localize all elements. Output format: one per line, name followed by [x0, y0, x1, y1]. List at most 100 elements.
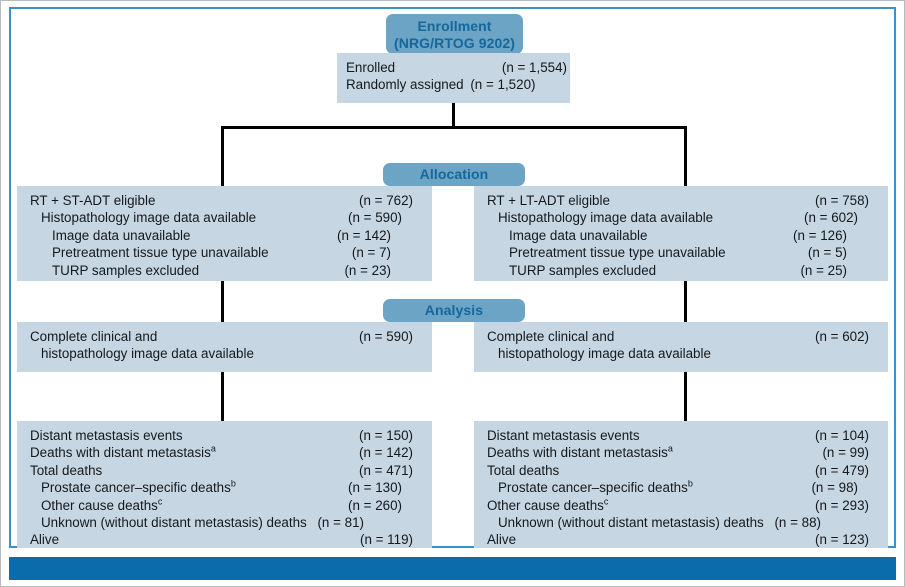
connector-enrollment-down [452, 103, 455, 127]
outcomes-left-row-label: Deaths with distant metastasis [30, 445, 211, 461]
allocation-left-row: TURP samples excluded (n = 23) [30, 262, 432, 279]
allocation-right-row-label: Histopathology image data available [498, 210, 714, 226]
enrollment-row-value: (n = 1,554) [501, 60, 567, 75]
outcomes-left-row-value: (n = 142) [359, 445, 413, 461]
outcomes-left-row: Prostate cancer–specific deathsb (n = 13… [30, 479, 432, 496]
connector-allocation-analysis-right [684, 281, 687, 323]
allocation-left-row: Pretreatment tissue type unavailable (n … [30, 244, 432, 261]
outcomes-right-row-label: Total deaths [487, 462, 560, 478]
allocation-left-row-label: RT + ST-ADT eligible [30, 193, 156, 208]
allocation-right-row-value: (n = 602) [804, 210, 858, 226]
outcomes-right-row: Other cause deathsc (n = 293) [487, 497, 888, 514]
connector-split-right-down [684, 126, 687, 188]
outcomes-left-row-label: Other cause deaths [41, 497, 158, 513]
allocation-left-row-label: TURP samples excluded [52, 262, 200, 278]
outcomes-right-row-value: (n = 98) [811, 480, 858, 496]
outcomes-left-row-label: Distant metastasis events [30, 428, 183, 443]
enrollment-row-label: Randomly assigned [346, 77, 464, 93]
enrollment-row-label: Enrolled [346, 60, 396, 75]
outcomes-left-row-label: Prostate cancer–specific deaths [41, 480, 231, 496]
outcomes-right-row-sup: c [603, 496, 609, 507]
allocation-left-row-value: (n = 762) [359, 193, 413, 208]
analysis-left-line2: histopathology image data available [41, 346, 254, 362]
allocation-right-row-label: TURP samples excluded [509, 262, 657, 278]
allocation-header-pill: Allocation [383, 163, 525, 186]
allocation-box-right: RT + LT-ADT eligible (n = 758) Histopath… [474, 186, 888, 281]
allocation-left-row-value: (n = 7) [351, 245, 391, 261]
analysis-left-line1: Complete clinical and [30, 329, 158, 344]
outcomes-box-left: Distant metastasis events (n = 150) Deat… [17, 421, 432, 548]
outcomes-right-row-sup: b [687, 478, 693, 489]
outcomes-right-row-value: (n = 104) [815, 428, 869, 443]
allocation-right-row: TURP samples excluded (n = 25) [487, 262, 888, 279]
outcomes-right-row-label: Prostate cancer–specific deaths [498, 480, 688, 496]
outcomes-left-row-value: (n = 119) [360, 532, 413, 548]
analysis-box-right: Complete clinical and (n = 602) histopat… [474, 322, 888, 372]
enrollment-row: Enrolled (n = 1,554) [346, 59, 570, 76]
analysis-left-value: (n = 590) [359, 329, 413, 344]
outcomes-right-row: Alive (n = 123) [487, 531, 888, 548]
outcomes-left-row: Distant metastasis events (n = 150) [30, 427, 432, 444]
connector-analysis-outcomes-left [221, 372, 224, 422]
allocation-left-row: Image data unavailable (n = 142) [30, 227, 432, 244]
outcomes-left-row: Unknown (without distant metastasis) dea… [30, 514, 432, 531]
outcomes-left-row-value: (n = 81) [317, 515, 364, 531]
allocation-right-row-label: Pretreatment tissue type unavailable [509, 245, 726, 261]
bottom-accent-bar [9, 557, 896, 580]
outcomes-left-row: Alive (n = 119) [30, 531, 432, 548]
outcomes-left-row-label: Alive [30, 532, 60, 548]
outcomes-right-row-value: (n = 293) [815, 497, 869, 513]
analysis-right-row: Complete clinical and (n = 602) [487, 328, 888, 345]
allocation-right-row: Histopathology image data available (n =… [487, 209, 888, 226]
allocation-right-row-value: (n = 758) [815, 193, 869, 208]
allocation-right-row-label: RT + LT-ADT eligible [487, 193, 610, 208]
outcomes-box-right: Distant metastasis events (n = 104) Deat… [474, 421, 888, 548]
analysis-right-line2: histopathology image data available [498, 346, 711, 362]
outcomes-right-row-label: Distant metastasis events [487, 428, 640, 443]
allocation-right-row: RT + LT-ADT eligible (n = 758) [487, 192, 888, 209]
allocation-right-row: Pretreatment tissue type unavailable (n … [487, 244, 888, 261]
enrollment-header-pill: Enrollment (NRG/RTOG 9202) [386, 14, 523, 54]
allocation-left-row-label: Image data unavailable [52, 227, 191, 243]
allocation-right-row-value: (n = 126) [793, 227, 847, 243]
analysis-left-row: Complete clinical and (n = 590) [30, 328, 432, 345]
allocation-left-row: Histopathology image data available (n =… [30, 209, 432, 226]
outcomes-right-row-label: Unknown (without distant metastasis) dea… [498, 515, 764, 531]
connector-analysis-outcomes-right [684, 372, 687, 422]
allocation-left-row-value: (n = 23) [344, 262, 391, 278]
outcomes-left-row-sup: b [230, 478, 236, 489]
enrollment-box: Enrolled (n = 1,554) Randomly assigned (… [337, 53, 570, 103]
analysis-pill-label: Analysis [424, 302, 484, 318]
outcomes-left-row-value: (n = 471) [359, 462, 413, 478]
allocation-right-row: Image data unavailable (n = 126) [487, 227, 888, 244]
outcomes-right-row-label: Alive [487, 532, 517, 548]
allocation-box-left: RT + ST-ADT eligible (n = 762) Histopath… [17, 186, 432, 281]
allocation-left-row: RT + ST-ADT eligible (n = 762) [30, 192, 432, 209]
analysis-right-line1: Complete clinical and [487, 329, 615, 344]
enrollment-row-value: (n = 1,520) [470, 77, 536, 93]
enrollment-row: Randomly assigned (n = 1,520) [346, 76, 570, 93]
outcomes-right-row-label: Deaths with distant metastasis [487, 445, 668, 461]
outcomes-right-row-label: Other cause deaths [487, 497, 604, 513]
allocation-right-row-label: Image data unavailable [509, 227, 648, 243]
outcomes-left-row-label: Total deaths [30, 462, 103, 478]
allocation-right-row-value: (n = 25) [800, 262, 847, 278]
connector-split-horizontal [221, 126, 687, 129]
outcomes-right-row: Deaths with distant metastasisa (n = 99) [487, 444, 888, 461]
allocation-left-row-label: Histopathology image data available [41, 210, 257, 226]
outcomes-right-row-value: (n = 479) [815, 462, 869, 478]
analysis-left-row: histopathology image data available [30, 345, 432, 362]
connector-allocation-analysis-left [221, 281, 224, 323]
outcomes-right-row-value: (n = 99) [822, 445, 869, 461]
outcomes-left-row: Other cause deathsc (n = 260) [30, 497, 432, 514]
outcomes-left-row-value: (n = 150) [359, 428, 413, 443]
analysis-right-value: (n = 602) [815, 329, 869, 344]
allocation-left-row-label: Pretreatment tissue type unavailable [52, 245, 269, 261]
analysis-box-left: Complete clinical and (n = 590) histopat… [17, 322, 432, 372]
outcomes-left-row-sup: c [157, 496, 163, 507]
enrollment-pill-line2: (NRG/RTOG 9202) [393, 35, 516, 51]
allocation-left-row-value: (n = 142) [337, 227, 391, 243]
outcomes-right-row-value: (n = 88) [774, 515, 821, 531]
analysis-header-pill: Analysis [383, 299, 525, 322]
